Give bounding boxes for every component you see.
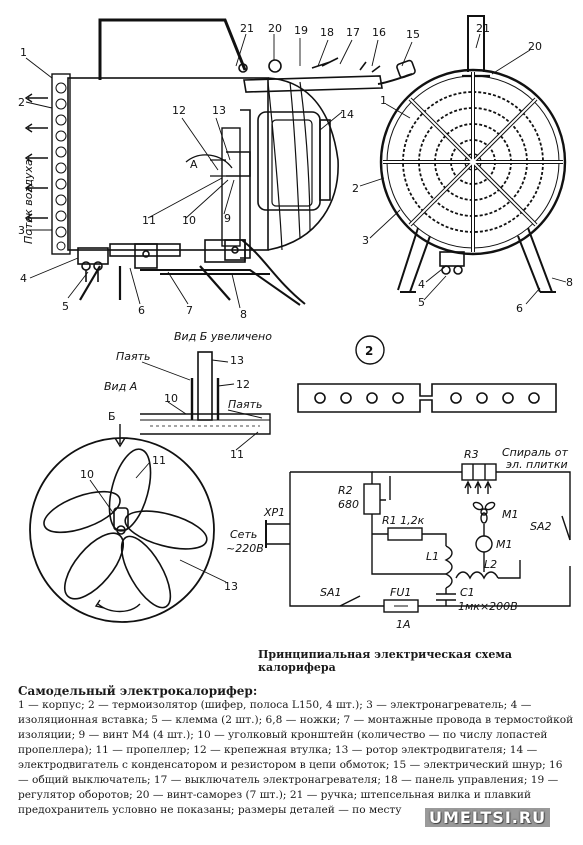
label-7: 7	[186, 304, 193, 317]
label-19: 19	[294, 24, 308, 37]
front-label-21: 21	[476, 22, 490, 35]
mains-label: Сеть	[230, 528, 257, 541]
schematic	[265, 463, 571, 613]
label-11: 11	[142, 214, 156, 227]
label-10: 10	[182, 214, 196, 227]
m1-fan-label: M1	[502, 508, 519, 521]
vb-label-10: 10	[164, 392, 178, 405]
m1-label: M1	[496, 538, 513, 551]
fig2-circle	[355, 335, 385, 365]
spiral-label: Спираль от	[502, 446, 568, 459]
label-21: 21	[240, 22, 254, 35]
label-20: 20	[268, 22, 282, 35]
va-label-10: 10	[80, 468, 94, 481]
sa2-label: SA2	[530, 520, 552, 533]
front-label-20: 20	[528, 40, 542, 53]
front-label-1: 1	[380, 94, 387, 107]
label-6: 6	[138, 304, 145, 317]
watermark-logo: UMELTSI.RU	[425, 808, 551, 827]
r2-value: 680	[338, 498, 359, 511]
c1-value: 1мк×200В	[458, 600, 518, 613]
label-4: 4	[20, 272, 27, 285]
terminal-strip	[297, 383, 557, 413]
front-label-6: 6	[516, 302, 523, 315]
front-leaders	[359, 33, 567, 305]
va-label-13: 13	[224, 580, 238, 593]
front-label-4: 4	[418, 278, 425, 291]
r3-label: R3	[464, 448, 479, 461]
fig2-label: 2	[365, 344, 373, 358]
c1-label: C1	[460, 586, 475, 599]
airflow-label: Поток воздуха	[22, 159, 35, 244]
label-12: 12	[172, 104, 186, 117]
fu1-value: 1А	[396, 618, 411, 631]
arrow-b-label: Б	[108, 410, 116, 423]
view-b-title: Вид Б увеличено	[174, 330, 272, 343]
label-18: 18	[320, 26, 334, 39]
legend-title: Самодельный электрокалорифер:	[18, 684, 258, 698]
label-5: 5	[62, 300, 69, 313]
legend-text: 1 — корпус; 2 — термоизолятор (шифер, по…	[18, 699, 574, 816]
sa1-label: SA1	[320, 586, 342, 599]
fu1-label: FU1	[390, 586, 411, 599]
label-1: 1	[20, 46, 27, 59]
schematic-caption: Принципиальная электрическая схема калор…	[258, 648, 513, 674]
heater-side-view	[24, 18, 416, 306]
vb-label-13: 13	[230, 354, 244, 367]
label-3: 3	[18, 224, 25, 237]
solder-label-2: Паять	[228, 398, 263, 411]
front-label-2: 2	[352, 182, 359, 195]
label-13: 13	[212, 104, 226, 117]
vb-label-12: 12	[236, 378, 250, 391]
l2-label: L2	[484, 558, 497, 571]
mains-voltage: ~220В	[226, 542, 264, 555]
va-label-11: 11	[152, 454, 166, 467]
label-16: 16	[372, 26, 386, 39]
vb-label-11: 11	[230, 448, 244, 461]
view-b-detail	[140, 351, 271, 435]
heater-front-view	[379, 15, 567, 293]
label-15: 15	[406, 28, 420, 41]
spiral-label-2: эл. плитки	[506, 458, 568, 471]
arrow-a-label: А	[190, 158, 198, 171]
r2-label: R2	[338, 484, 353, 497]
l1-label: L1	[426, 550, 439, 563]
solder-label-1: Паять	[116, 350, 151, 363]
label-2: 2	[18, 96, 25, 109]
view-a-title: Вид А	[104, 380, 137, 393]
r1-label: R1 1,2к	[382, 514, 425, 527]
label-14: 14	[340, 108, 354, 121]
side-leaders	[25, 33, 413, 309]
front-label-8: 8	[566, 276, 573, 289]
label-17: 17	[346, 26, 360, 39]
propeller-view	[29, 437, 215, 623]
label-8: 8	[240, 308, 247, 321]
label-9: 9	[224, 212, 231, 225]
front-label-3: 3	[362, 234, 369, 247]
xp1-label: XP1	[263, 506, 285, 519]
front-label-5: 5	[418, 296, 425, 309]
